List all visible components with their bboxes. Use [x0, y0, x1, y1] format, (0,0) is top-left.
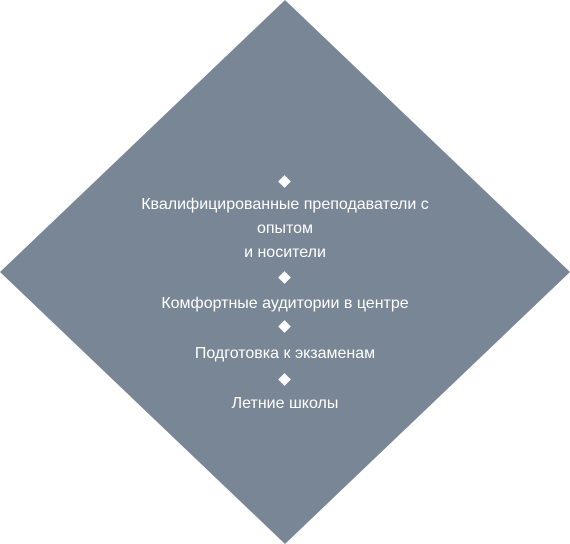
diamond-bullet-icon [278, 175, 291, 188]
feature-item-classrooms: Комфортные аудитории в центре [161, 295, 409, 312]
feature-item-teachers: Квалифицированные преподаватели с опытом… [141, 196, 429, 261]
diamond-bullet-icon [278, 373, 291, 386]
diamond-bullet-icon [278, 271, 291, 284]
diamond-bullet-icon [278, 320, 291, 333]
feature-item-summer-schools: Летние школы [231, 395, 339, 412]
feature-item-exam-prep: Подготовка к экзаменам [194, 345, 376, 362]
